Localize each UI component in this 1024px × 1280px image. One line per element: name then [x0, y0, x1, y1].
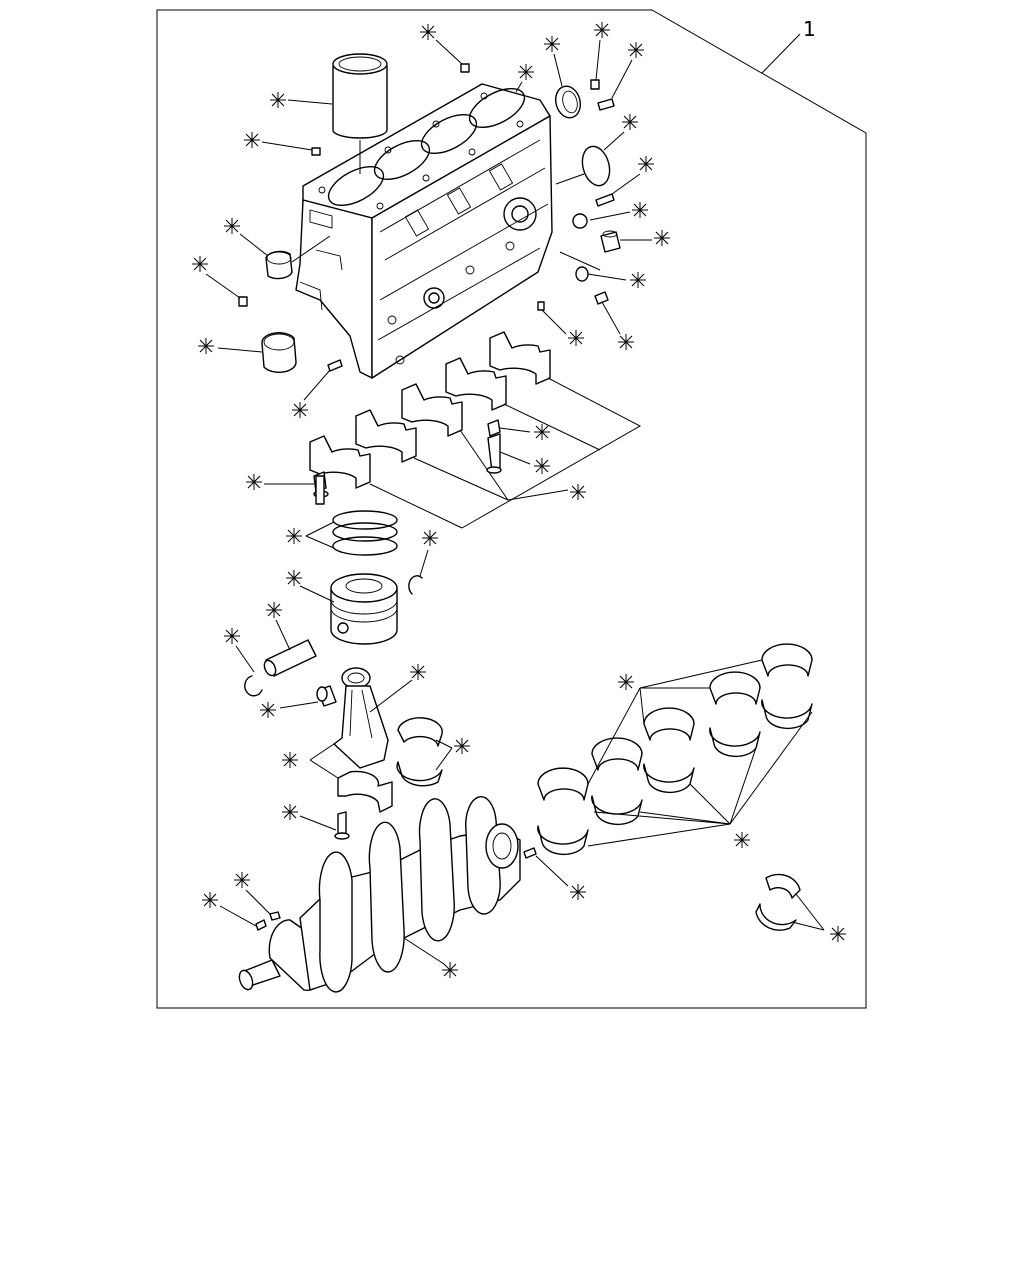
asterisk-star-icon	[292, 369, 331, 418]
asterisk-star-icon	[830, 926, 846, 942]
asterisk-star-icon	[270, 92, 333, 108]
callout-leader	[761, 33, 801, 74]
asterisk-star-icon	[618, 674, 634, 690]
asterisk-star-icon	[419, 530, 438, 577]
asterisk-star-icon	[603, 114, 638, 151]
asterisk-star-icon	[515, 64, 534, 93]
asterisk-star-icon	[198, 338, 263, 354]
asterisk-star-icon	[435, 738, 470, 771]
asterisk-star-icon	[620, 230, 670, 246]
asterisk-star-icon	[246, 474, 314, 490]
asterisk-star-icon	[611, 156, 654, 195]
asterisk-star-icon	[192, 256, 241, 299]
asterisk-star-icon	[499, 451, 550, 474]
asterisk-star-icon	[403, 937, 458, 978]
pin-snap-ring	[244, 675, 263, 697]
piston-rings	[332, 510, 398, 556]
asterisk-star-icon	[594, 22, 610, 81]
asterisk-star-icon	[601, 301, 634, 350]
callout-stars	[192, 22, 846, 978]
snap-ring	[408, 575, 423, 595]
piston	[330, 573, 398, 645]
connecting-rod	[333, 667, 389, 769]
rod-cap	[337, 770, 393, 813]
asterisk-star-icon	[244, 132, 313, 151]
cylinder-block	[295, 83, 553, 379]
crankshaft	[238, 796, 521, 993]
bearing-cap-bolts	[313, 419, 502, 840]
asterisk-star-icon	[234, 872, 271, 915]
asterisk-star-icon	[734, 832, 750, 848]
main-bearing-caps	[309, 331, 642, 529]
callout-number: 1	[803, 17, 816, 41]
asterisk-star-icon	[286, 570, 335, 603]
rod-bearings	[309, 717, 443, 787]
asterisk-star-icon	[369, 664, 426, 713]
crank-dowel	[523, 847, 537, 859]
thrust-washers	[755, 873, 825, 931]
asterisk-star-icon	[544, 36, 563, 87]
asterisk-star-icon	[260, 701, 319, 718]
asterisk-star-icon	[202, 892, 257, 927]
rod-bushing	[316, 685, 337, 707]
front-seals	[238, 235, 343, 373]
expansion-cap	[555, 145, 611, 187]
piston-pin	[263, 639, 317, 677]
asterisk-star-icon	[420, 24, 463, 65]
asterisk-star-icon	[587, 272, 646, 288]
asterisk-star-icon	[282, 804, 337, 831]
cylinder-liner	[332, 53, 388, 174]
asterisk-star-icon	[507, 484, 586, 501]
rear-seal	[554, 85, 582, 119]
asterisk-star-icon	[535, 855, 586, 900]
asterisk-star-icon	[541, 309, 584, 346]
asterisk-star-icon	[286, 521, 335, 549]
asterisk-star-icon	[499, 424, 550, 440]
small-plugs	[311, 63, 615, 207]
asterisk-star-icon	[589, 202, 648, 221]
asterisk-star-icon	[224, 628, 255, 673]
asterisk-star-icon	[611, 42, 644, 99]
asterisk-star-icon	[266, 602, 291, 651]
right-fittings	[537, 213, 621, 311]
asterisk-star-icon	[224, 218, 269, 257]
asterisk-star-icon	[282, 752, 298, 768]
diagram-frame	[156, 9, 867, 1009]
main-bearing-shells	[537, 643, 813, 856]
